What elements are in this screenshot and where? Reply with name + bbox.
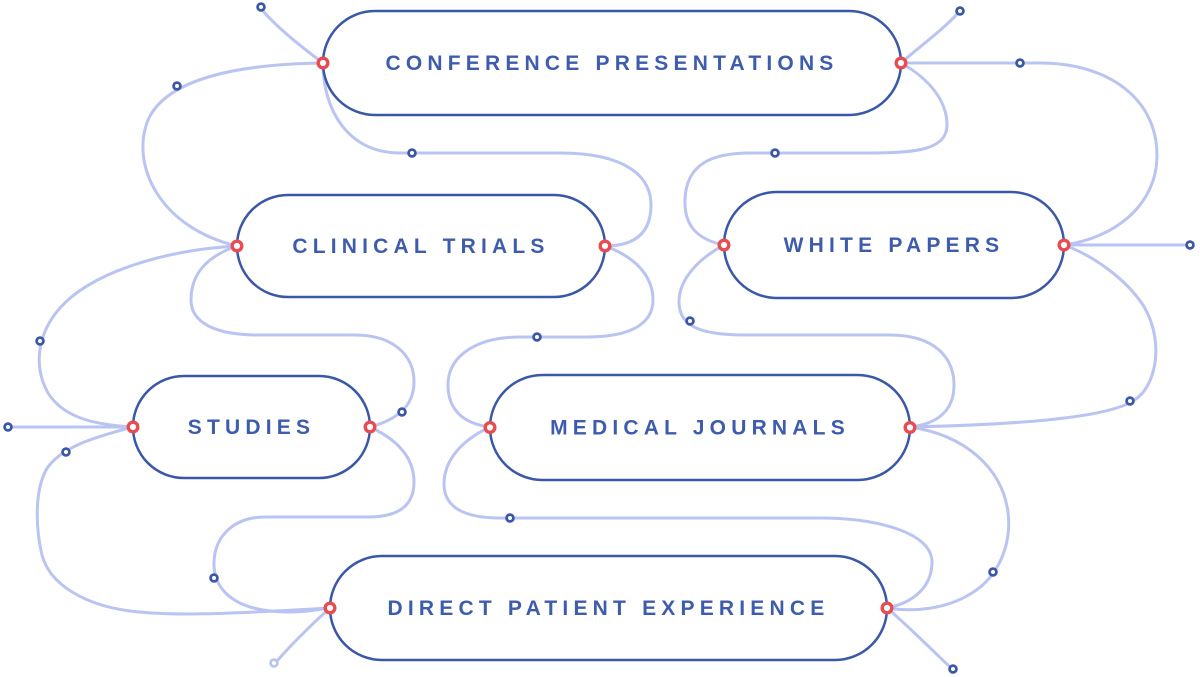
port-studies-right xyxy=(363,420,377,434)
connection-curve-direct-patient-experience.left-to-loose-end xyxy=(275,606,332,663)
node-studies: STUDIES xyxy=(131,374,372,480)
endpoint-dot xyxy=(1185,240,1195,250)
midpoint-dot xyxy=(988,567,998,577)
port-clinical-trials-right xyxy=(598,239,612,253)
node-label-white-papers: WHITE PAPERS xyxy=(784,234,1005,257)
midpoint-dot xyxy=(770,148,780,158)
connection-curve-medical-journals.right-to-direct-patient-experience.right xyxy=(885,425,1011,612)
midpoint-dot xyxy=(685,316,695,326)
connection-curve-clinical-trials.left-to-studies.right xyxy=(189,244,416,429)
port-conference-presentations-left xyxy=(316,56,330,70)
connection-curve-conference-presentations.left-to-clinical-trials.right xyxy=(321,61,653,248)
connection-curve-conference-presentations.right-to-white-papers.left xyxy=(683,61,949,247)
port-white-papers-right xyxy=(1057,238,1071,252)
port-studies-left xyxy=(126,420,140,434)
nodes: CONFERENCE PRESENTATIONS CLINICAL TRIALS W… xyxy=(126,9,1071,662)
midpoint-dot xyxy=(209,573,219,583)
midpoint-dot xyxy=(35,336,45,346)
node-label-studies: STUDIES xyxy=(188,416,315,439)
midpoint-dot xyxy=(61,447,71,457)
connection-curve-conference-presentations.right-to-loose-end xyxy=(899,11,960,65)
node-label-medical-journals: MEDICAL JOURNALS xyxy=(550,417,850,440)
connection-curve-clinical-trials.right-to-medical-journals.left xyxy=(446,244,655,429)
midpoint-dot xyxy=(1125,396,1135,406)
connection-curve-conference-presentations.left-to-loose-end xyxy=(260,8,325,65)
connection-curve-direct-patient-experience.right-to-loose-end xyxy=(885,606,952,669)
port-white-papers-left xyxy=(717,238,731,252)
endpoint-dot xyxy=(955,6,965,16)
waypoint-dots xyxy=(3,2,1195,674)
node-direct-patient-experience: DIRECT PATIENT EXPERIENCE xyxy=(328,554,889,662)
endpoint-dot xyxy=(948,664,958,674)
midpoint-dot xyxy=(397,407,407,417)
port-medical-journals-left xyxy=(483,421,497,435)
connection-curve-white-papers.left-to-medical-journals.right xyxy=(677,243,956,429)
connection-curve-clinical-trials.left-to-studies.left xyxy=(37,244,239,429)
midpoint-dot xyxy=(1015,58,1025,68)
connection-curve-conference-presentations.right-to-white-papers.right xyxy=(899,61,1159,247)
node-label-clinical-trials: CLINICAL TRIALS xyxy=(292,235,549,258)
midpoint-dot xyxy=(172,81,182,91)
connection-curve-studies.left-to-direct-patient-experience.left xyxy=(35,425,332,616)
node-clinical-trials: CLINICAL TRIALS xyxy=(235,193,607,299)
node-label-conference-presentations: CONFERENCE PRESENTATIONS xyxy=(385,52,838,75)
connection-curve-white-papers.right-to-medical-journals.right xyxy=(908,243,1158,429)
node-medical-journals: MEDICAL JOURNALS xyxy=(488,373,912,482)
midpoint-dot xyxy=(407,148,417,158)
node-conference-presentations: CONFERENCE PRESENTATIONS xyxy=(321,9,903,117)
connection-curve-studies.right-to-direct-patient-experience.left xyxy=(212,425,416,614)
midpoint-dot xyxy=(532,332,542,342)
port-conference-presentations-right xyxy=(894,56,908,70)
node-label-direct-patient-experience: DIRECT PATIENT EXPERIENCE xyxy=(388,597,830,620)
connection-curve-conference-presentations.left-to-clinical-trials.left xyxy=(141,61,325,248)
port-direct-patient-experience-right xyxy=(880,601,894,615)
node-white-papers: WHITE PAPERS xyxy=(722,190,1066,300)
endpoint-dot xyxy=(269,658,279,668)
port-medical-journals-right xyxy=(903,421,917,435)
endpoint-dot xyxy=(256,2,266,12)
midpoint-dot xyxy=(505,513,515,523)
connection-curve-medical-journals.left-to-direct-patient-experience.right xyxy=(442,425,934,610)
port-direct-patient-experience-left xyxy=(323,601,337,615)
endpoint-dot xyxy=(3,422,13,432)
port-clinical-trials-left xyxy=(230,239,244,253)
connection-curves xyxy=(10,8,1186,669)
